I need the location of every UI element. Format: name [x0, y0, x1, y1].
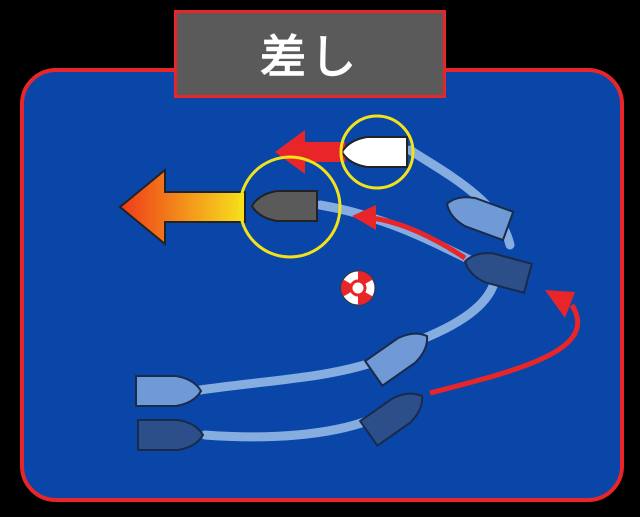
arrow-left-icon [118, 167, 246, 247]
buoy-icon [340, 270, 376, 306]
page-title: 差し [260, 30, 360, 84]
arrow-left-icon [275, 130, 345, 174]
wake-trail [200, 415, 375, 442]
title-box: 差し [174, 10, 446, 98]
boat-icon [137, 419, 204, 451]
boat-icon [135, 375, 202, 407]
wake-trail [415, 275, 500, 345]
curved-arrow-icon [429, 290, 581, 396]
lead-boat-icon [341, 136, 408, 168]
highlight-circle-icon [238, 155, 342, 259]
wake-trail [195, 355, 385, 395]
curved-arrow-icon [352, 205, 467, 261]
sashi-boat-icon [251, 190, 318, 222]
highlight-circle-icon [339, 114, 415, 190]
